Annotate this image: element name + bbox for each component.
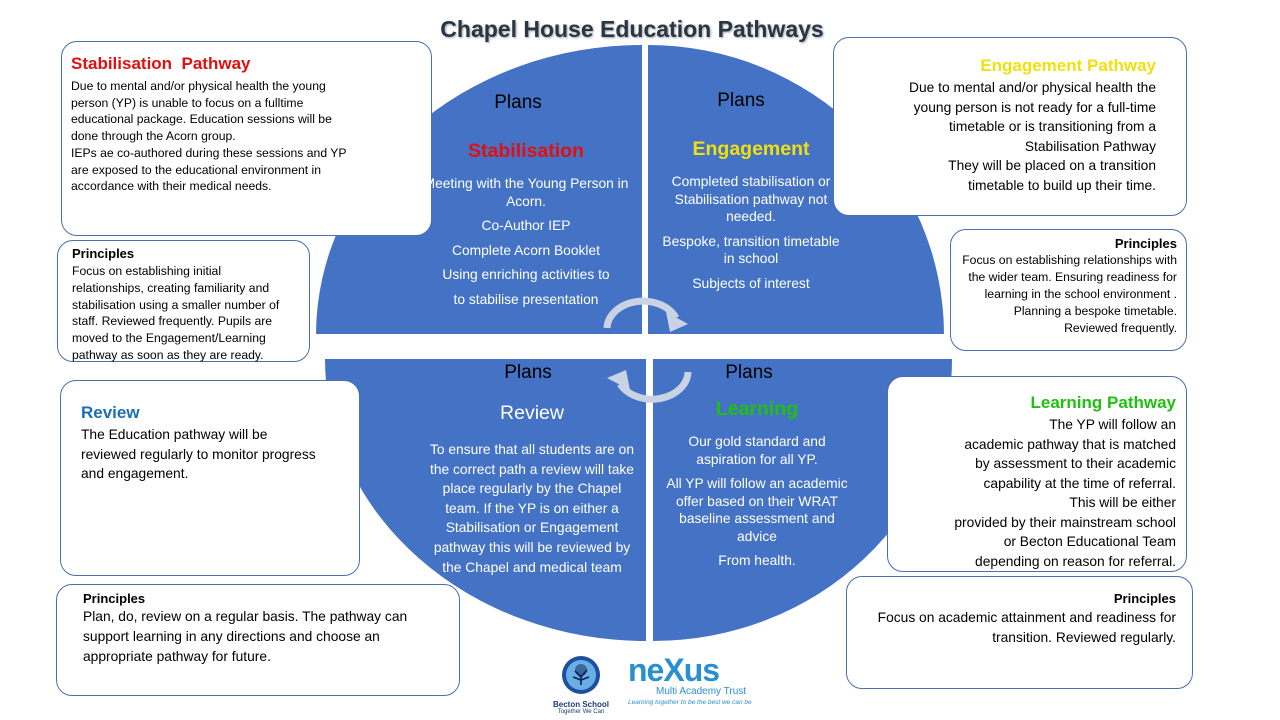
engagement-pathway-box: Engagement Pathway Due to mental and/or … (833, 37, 1187, 216)
becton-name: Becton School (552, 700, 609, 709)
learning-line: by assessment to their academic (975, 456, 1176, 471)
wheel-item: Bespoke, transition timetable in school (662, 233, 840, 267)
stabilisation-principles-box: Principles Focus on establishing initial… (57, 240, 310, 362)
stabilisation-line: IEPs ae co-authored during these session… (71, 145, 347, 160)
wheel-item: To ensure that all students are on the c… (429, 442, 635, 575)
learning-line: provided by their mainstream school (954, 514, 1176, 530)
engagement-pathway-heading: Engagement Pathway (980, 56, 1156, 75)
principles-line: transition. Reviewed regularly. (992, 629, 1176, 645)
principles-heading: Principles (83, 591, 146, 606)
engagement-title: Engagement (692, 138, 810, 160)
principles-line: moved to the Engagement/Learning (72, 331, 266, 346)
wheel-engagement: Plans Engagement Completed stabilisation… (658, 90, 844, 299)
principles-line: Focus on establishing relationships with (962, 253, 1177, 267)
review-principles-box: Principles Plan, do, review on a regular… (56, 584, 460, 696)
principles-line: Plan, do, review on a regular basis. The… (83, 609, 408, 624)
principles-heading: Principles (72, 246, 135, 261)
wheel-item: Complete Acorn Booklet (451, 242, 600, 258)
review-line: and engagement. (81, 466, 189, 481)
stabilisation-line: person (YP) is unable to focus on a full… (71, 95, 304, 110)
stabilisation-pathway-box: Stabilisation Pathway Due to mental and/… (61, 41, 432, 236)
becton-tagline: Together We Can (557, 709, 605, 715)
wheel-item: Our gold standard and aspiration for all… (688, 434, 826, 467)
stabilisation-line: accordance with their medical needs. (71, 179, 272, 194)
review-box: Review The Education pathway will be rev… (60, 380, 360, 576)
engagement-line: They will be placed on a transition (948, 158, 1156, 173)
wheel-item: Co-Author IEP (481, 218, 571, 233)
stabilisation-line: educational package. Education sessions … (71, 112, 332, 127)
page-title: Chapel House Education Pathways (440, 16, 824, 42)
principles-heading: Principles (1114, 236, 1177, 251)
review-line: reviewed regularly to monitor progress (81, 446, 316, 462)
learning-principles-box: Principles Focus on academic attainment … (846, 576, 1193, 689)
learning-line: The YP will follow an (1049, 417, 1176, 432)
engagement-line: timetable to build up their time. (968, 177, 1156, 193)
wheel-item: Using enriching activities to (442, 267, 610, 282)
cycle-arrowhead-top (666, 312, 688, 332)
nexus-tagline: Learning together to be the best we can … (628, 699, 752, 706)
learning-line: depending on reason for referral. (975, 553, 1176, 569)
learning-line: This will be either (1069, 495, 1176, 510)
learning-pathway-box: Learning Pathway The YP will follow an a… (887, 376, 1187, 572)
nexus-sub: Multi Academy Trust (656, 686, 747, 697)
review-line: The Education pathway will be (81, 427, 268, 442)
engagement-line: timetable or is transitioning from a (948, 119, 1156, 134)
principles-line: Reviewed frequently. (1064, 321, 1177, 335)
wheel-item: From health. (718, 553, 796, 568)
principles-line: the wider team. Ensuring readiness for (968, 270, 1177, 284)
principles-line: Focus on academic attainment and readine… (877, 610, 1176, 625)
principles-line: Planning a bespoke timetable. (1013, 304, 1177, 318)
principles-line: stabilisation using a smaller number of (72, 297, 280, 312)
becton-tree-icon (562, 656, 600, 694)
wheel-item: Subjects of interest (692, 275, 810, 291)
plans-label: Plans (725, 362, 773, 383)
principles-line: Focus on establishing initial (72, 264, 222, 278)
learning-line: capability at the time of referral. (983, 475, 1176, 491)
review-heading: Review (81, 403, 140, 422)
stabilisation-line: Due to mental and/or physical health the… (71, 79, 326, 93)
principles-line: relationships, creating familiarity and (72, 280, 270, 295)
stabilisation-line: are exposed to the educational environme… (71, 162, 322, 177)
principles-heading: Principles (1113, 591, 1176, 606)
nexus-trust-logo: neXus Multi Academy Trust Learning toget… (628, 654, 768, 706)
stabilisation-line: done through the Acorn group. (71, 129, 236, 144)
wheel-item: to stabilise presentation (453, 291, 599, 307)
learning-line: academic pathway that is matched (964, 436, 1176, 452)
wheel-stabilisation: Plans Stabilisation Meeting with the You… (408, 92, 644, 315)
wheel-item: Completed stabilisation or Stabilisation… (671, 174, 831, 224)
wheel-item: Meeting with the Young Person in Acorn. (423, 176, 629, 209)
learning-title: Learning (715, 398, 799, 420)
principles-line: support learning in any directions and c… (83, 628, 380, 644)
engagement-line: Stabilisation Pathway (1024, 138, 1156, 154)
principles-line: learning in the school environment . (984, 287, 1177, 301)
engagement-principles-box: Principles Focus on establishing relatio… (950, 229, 1187, 351)
plans-label: Plans (494, 92, 542, 113)
engagement-line: young person is not ready for a full-tim… (913, 99, 1156, 115)
learning-line: or Becton Educational Team (1003, 534, 1176, 549)
wheel-review: Plans Review To ensure that all students… (426, 362, 638, 584)
principles-line: staff. Reviewed frequently. Pupils are (72, 314, 273, 329)
plans-label: Plans (504, 362, 552, 383)
becton-school-logo: Becton School Together We Can (548, 655, 614, 715)
stabilisation-pathway-heading: Stabilisation Pathway (71, 54, 251, 73)
principles-line: appropriate pathway for future. (83, 648, 271, 664)
wheel-learning: Plans Learning Our gold standard and asp… (666, 362, 848, 577)
review-title: Review (500, 402, 564, 424)
engagement-line: Due to mental and/or physical health the (909, 80, 1156, 95)
principles-line: pathway as soon as they are ready. (72, 347, 264, 362)
nexus-name: neXus (628, 652, 720, 688)
plans-label: Plans (717, 90, 765, 111)
stabilisation-title: Stabilisation (468, 140, 584, 162)
wheel-item: All YP will follow an academic offer bas… (666, 476, 848, 544)
learning-pathway-heading: Learning Pathway (1030, 393, 1176, 412)
